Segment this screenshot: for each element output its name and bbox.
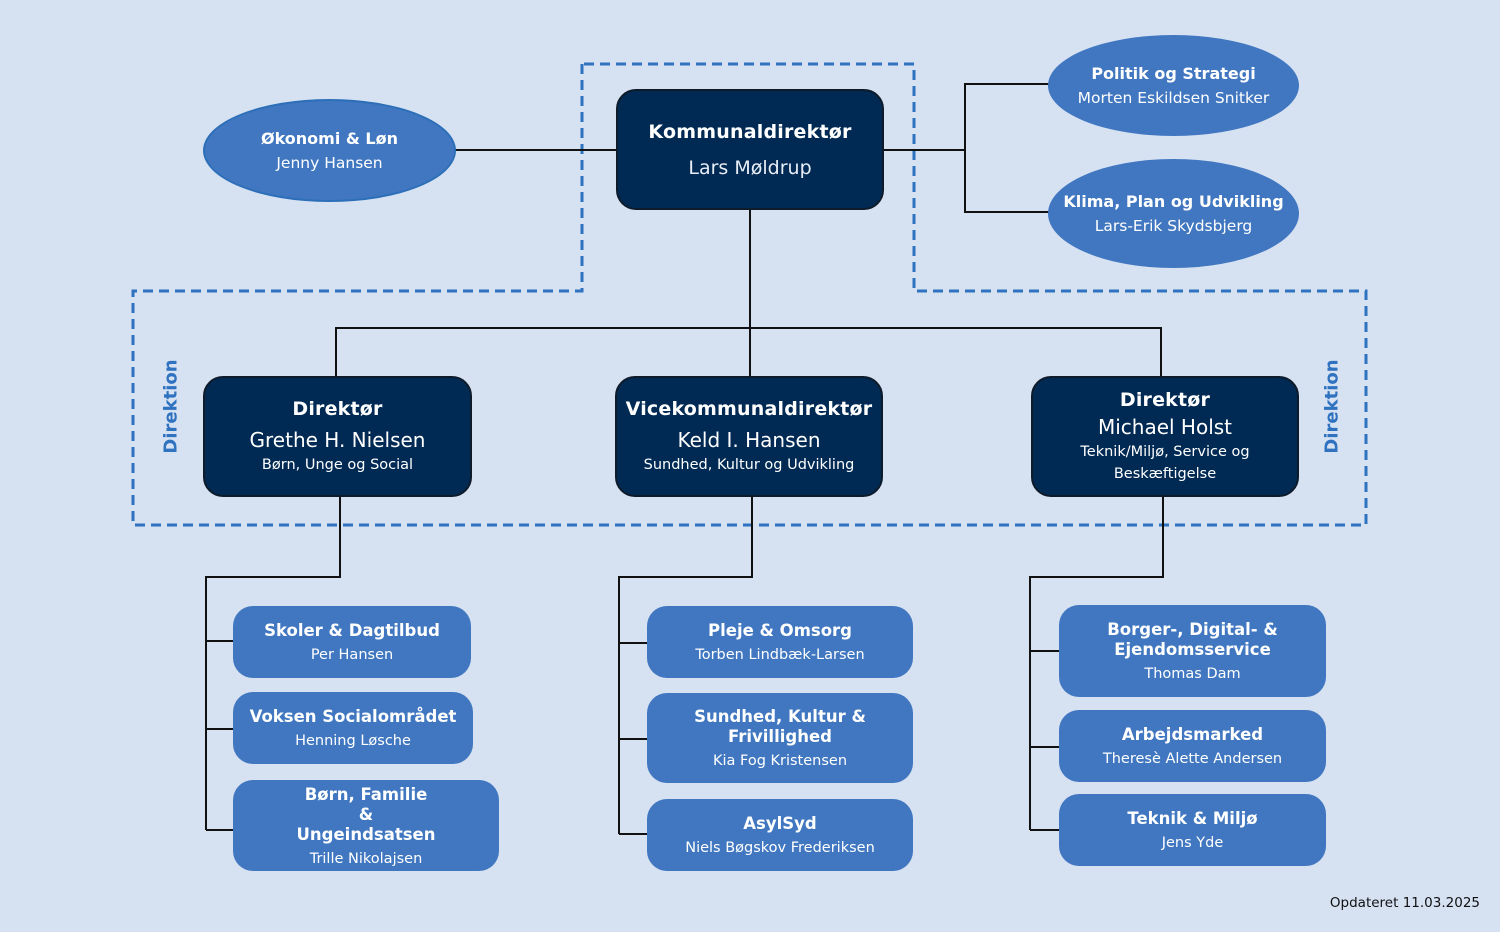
director-area: Børn, Unge og Social — [261, 456, 414, 473]
unit-box[interactable]: Sundhed, Kultur & Frivillighed Kia Fog K… — [647, 693, 913, 783]
unit-name: Arbejdsmarked — [1121, 725, 1264, 744]
director-box[interactable]: Direktør Michael Holst Teknik/Miljø, Ser… — [1031, 376, 1299, 497]
direktion-label-right: Direktion — [1321, 359, 1343, 454]
unit-person: Theresè Alette Andersen — [1102, 751, 1283, 767]
staff-person: Jenny Hansen — [276, 154, 383, 172]
director-box[interactable]: Direktør Grethe H. Nielsen Børn, Unge og… — [203, 376, 472, 497]
unit-person: Trille Nikolajsen — [309, 850, 423, 867]
updated-date: Opdateret 11.03.2025 — [1329, 895, 1480, 911]
director-name: Michael Holst — [1097, 414, 1233, 439]
unit-person: Per Hansen — [310, 647, 394, 663]
unit-name: Sundhed, Kultur & Frivillighed — [694, 707, 866, 746]
unit-box[interactable]: Arbejdsmarked Theresè Alette Andersen — [1059, 710, 1326, 782]
unit-person: Torben Lindbæk-Larsen — [695, 647, 865, 663]
unit-name: Teknik & Miljø — [1127, 809, 1258, 828]
connector-line — [964, 83, 1050, 213]
unit-person: Jens Yde — [1161, 835, 1224, 851]
staff-politik-oval[interactable]: Politik og Strategi Morten Eskildsen Sni… — [1048, 35, 1299, 136]
director-area: Sundhed, Kultur og Udvikling — [643, 456, 855, 473]
unit-box[interactable]: Pleje & Omsorg Torben Lindbæk-Larsen — [647, 606, 913, 678]
director-area: Teknik/Miljø, Service og Beskæftigelse — [1080, 443, 1250, 482]
staff-unit: Økonomi & Løn — [260, 129, 398, 148]
unit-name: AsylSyd — [743, 814, 817, 833]
director-name: Grethe H. Nielsen — [249, 427, 426, 452]
connector-line — [618, 496, 753, 834]
unit-box[interactable]: Voksen Socialområdet Henning Løsche — [233, 692, 473, 764]
unit-person: Kia Fog Kristensen — [712, 753, 848, 769]
direktion-dashed-border — [131, 62, 1368, 527]
unit-name: Børn, Familie & Ungeindsatsen — [296, 784, 436, 844]
director-role: Direktør — [292, 397, 383, 420]
unit-name: Voksen Socialområdet — [249, 707, 457, 726]
staff-unit: Politik og Strategi — [1091, 64, 1256, 83]
connector-line — [205, 496, 341, 830]
staff-person: Morten Eskildsen Snitker — [1077, 89, 1270, 107]
unit-name: Pleje & Omsorg — [708, 621, 852, 640]
connector-line — [1029, 496, 1164, 830]
top-role: Kommunaldirektør — [648, 120, 852, 143]
unit-person: Henning Løsche — [295, 733, 411, 749]
staff-unit: Klima, Plan og Udvikling — [1063, 192, 1284, 211]
director-role: Direktør — [1119, 388, 1211, 411]
unit-name: Borger-, Digital- & Ejendomsservice — [1107, 620, 1278, 659]
unit-person: Niels Bøgskov Frederiksen — [685, 840, 875, 856]
unit-person: Thomas Dam — [1144, 666, 1241, 682]
staff-oekonomi-oval[interactable]: Økonomi & Løn Jenny Hansen — [203, 99, 456, 202]
kommunaldirektoer-box[interactable]: Kommunaldirektør Lars Møldrup — [616, 89, 884, 210]
unit-box[interactable]: Skoler & Dagtilbud Per Hansen — [233, 606, 471, 678]
director-name: Keld I. Hansen — [677, 427, 821, 452]
connector-line — [335, 327, 1162, 377]
staff-klima-oval[interactable]: Klima, Plan og Udvikling Lars-Erik Skyds… — [1048, 159, 1299, 268]
director-role: Vicekommunaldirektør — [625, 397, 873, 420]
unit-box[interactable]: AsylSyd Niels Bøgskov Frederiksen — [647, 799, 913, 871]
unit-box[interactable]: Børn, Familie & Ungeindsatsen Trille Nik… — [233, 780, 499, 871]
unit-box[interactable]: Borger-, Digital- & Ejendomsservice Thom… — [1059, 605, 1326, 697]
unit-name: Skoler & Dagtilbud — [264, 621, 440, 640]
direktion-label-left: Direktion — [160, 359, 182, 454]
top-name: Lars Møldrup — [688, 156, 812, 179]
unit-box[interactable]: Teknik & Miljø Jens Yde — [1059, 794, 1326, 866]
staff-person: Lars-Erik Skydsbjerg — [1094, 217, 1253, 235]
director-box[interactable]: Vicekommunaldirektør Keld I. Hansen Sund… — [615, 376, 883, 497]
